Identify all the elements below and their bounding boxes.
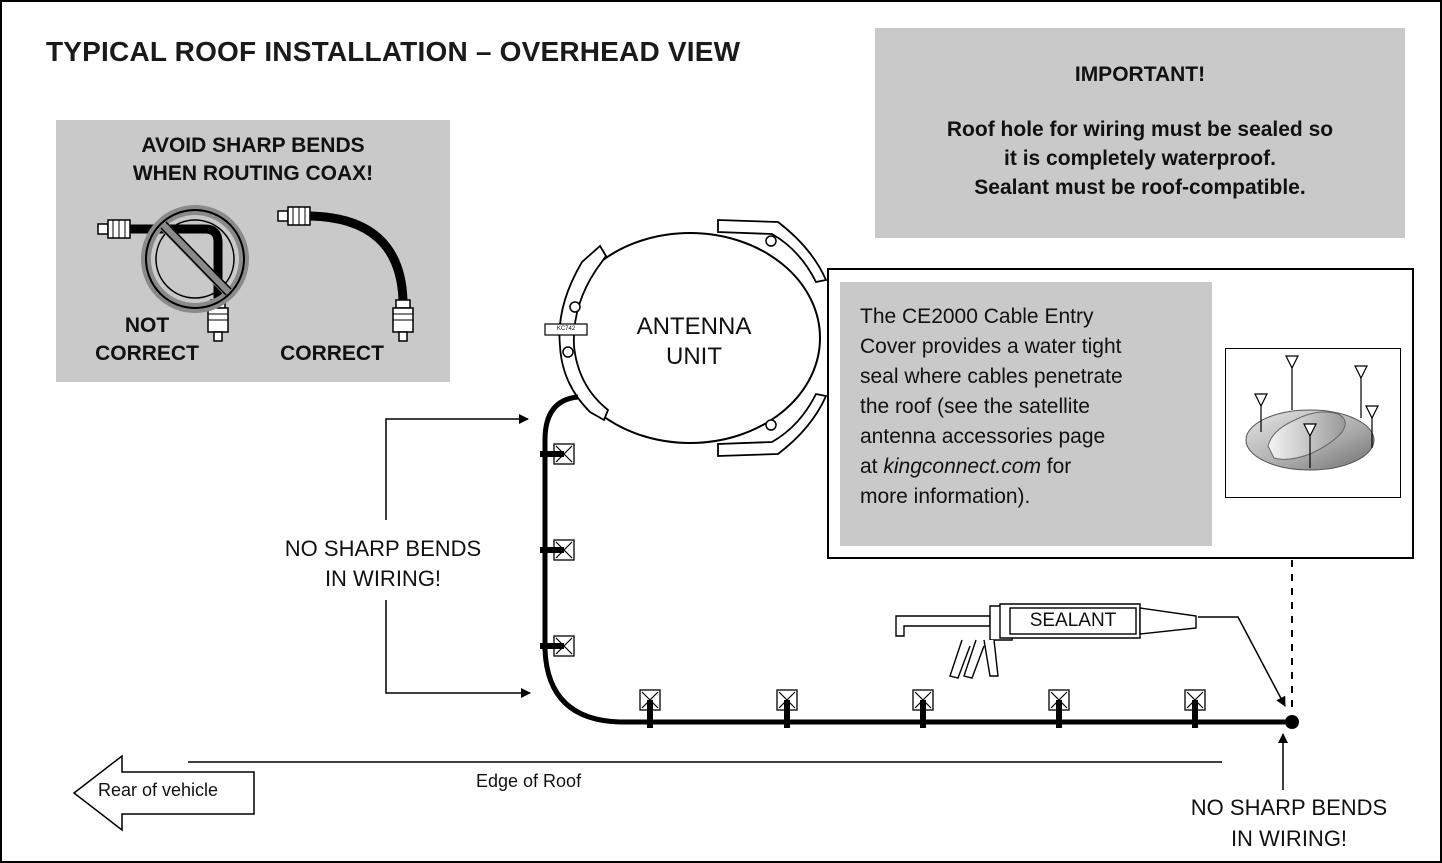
ce2000-line: at kingconnect.com for — [860, 452, 1202, 482]
cable-clamp-icon — [1184, 689, 1206, 728]
antenna-unit-icon — [544, 219, 828, 457]
no-sharp-bends-left-arrows — [385, 414, 531, 698]
correct-coax-icon — [277, 206, 414, 342]
ce2000-line: seal where cables penetrate — [860, 365, 1123, 388]
rear-of-vehicle-arrow-icon — [72, 754, 255, 832]
no-sharp-bends-left-label: NO SHARP BENDS IN WIRING! — [258, 534, 508, 594]
rear-of-vehicle-label: Rear of vehicle — [98, 780, 219, 800]
ce2000-line: Cover provides a water tight — [860, 335, 1122, 358]
ce2000-text: at — [860, 455, 884, 478]
cable-clamp-icon — [540, 635, 575, 657]
cable-entry-cover-icon — [1245, 355, 1379, 471]
cable-clamp-icon — [1048, 689, 1070, 728]
no-sharp-line: IN WIRING! — [324, 566, 442, 591]
important-text: Roof hole for wiring must be sealed so i… — [875, 115, 1405, 202]
antenna-unit-label: ANTENNA UNIT — [606, 312, 782, 372]
not-correct-coax-icon — [97, 205, 249, 342]
correct-label: CORRECT — [280, 342, 384, 365]
cable-clamp-icons — [540, 443, 1206, 728]
avoid-heading: AVOID SHARP BENDS WHEN ROUTING COAX! — [56, 132, 450, 188]
no-sharp-bends-right-label: NO SHARP BENDS IN WIRING! — [1165, 792, 1413, 854]
sealant-gun-icon — [895, 603, 1197, 679]
important-line: Roof hole for wiring must be sealed so — [946, 118, 1334, 141]
ce2000-line: antenna accessories page — [860, 425, 1106, 448]
cable-clamp-icon — [912, 689, 934, 728]
no-sharp-line: IN WIRING! — [1230, 826, 1348, 851]
ce2000-line: The CE2000 Cable Entry — [860, 305, 1094, 328]
sealant-leader-arrow — [1198, 616, 1286, 707]
not-correct-line: NOT — [124, 314, 170, 337]
cable-clamp-icon — [776, 689, 798, 728]
not-correct-line: CORRECT — [95, 342, 199, 365]
sealant-label: SEALANT — [1029, 610, 1117, 631]
important-line: it is completely waterproof. — [1004, 147, 1276, 170]
ce2000-description: The CE2000 Cable Entry Cover provides a … — [840, 282, 1212, 546]
kingconnect-link: kingconnect.com — [883, 455, 1041, 478]
antenna-tag: KC742 — [556, 326, 576, 332]
cable-clamp-icon — [540, 539, 575, 561]
important-line: Sealant must be roof-compatible. — [974, 176, 1306, 199]
ce2000-line: more information). — [860, 485, 1031, 508]
important-heading: IMPORTANT! — [1074, 63, 1206, 86]
cable-clamp-icon — [540, 443, 575, 465]
ce2000-line: the roof (see the satellite — [860, 395, 1090, 418]
cable-clamp-icon — [639, 689, 661, 728]
antenna-line: UNIT — [666, 343, 722, 370]
avoid-heading-line: AVOID SHARP BENDS — [141, 134, 365, 157]
no-sharp-line: NO SHARP BENDS — [1190, 795, 1388, 820]
no-sharp-line: NO SHARP BENDS — [284, 536, 482, 561]
ce2000-text: for — [1040, 455, 1072, 478]
avoid-heading-line: WHEN ROUTING COAX! — [132, 162, 374, 185]
edge-of-roof-label: Edge of Roof — [476, 771, 582, 791]
page-title: TYPICAL ROOF INSTALLATION – OVERHEAD VIE… — [46, 36, 741, 67]
cable-route — [542, 394, 1299, 729]
not-correct-label: NOT CORRECT — [88, 312, 206, 368]
important-notice: IMPORTANT! Roof hole for wiring must be … — [875, 28, 1405, 238]
antenna-line: ANTENNA — [636, 313, 752, 340]
